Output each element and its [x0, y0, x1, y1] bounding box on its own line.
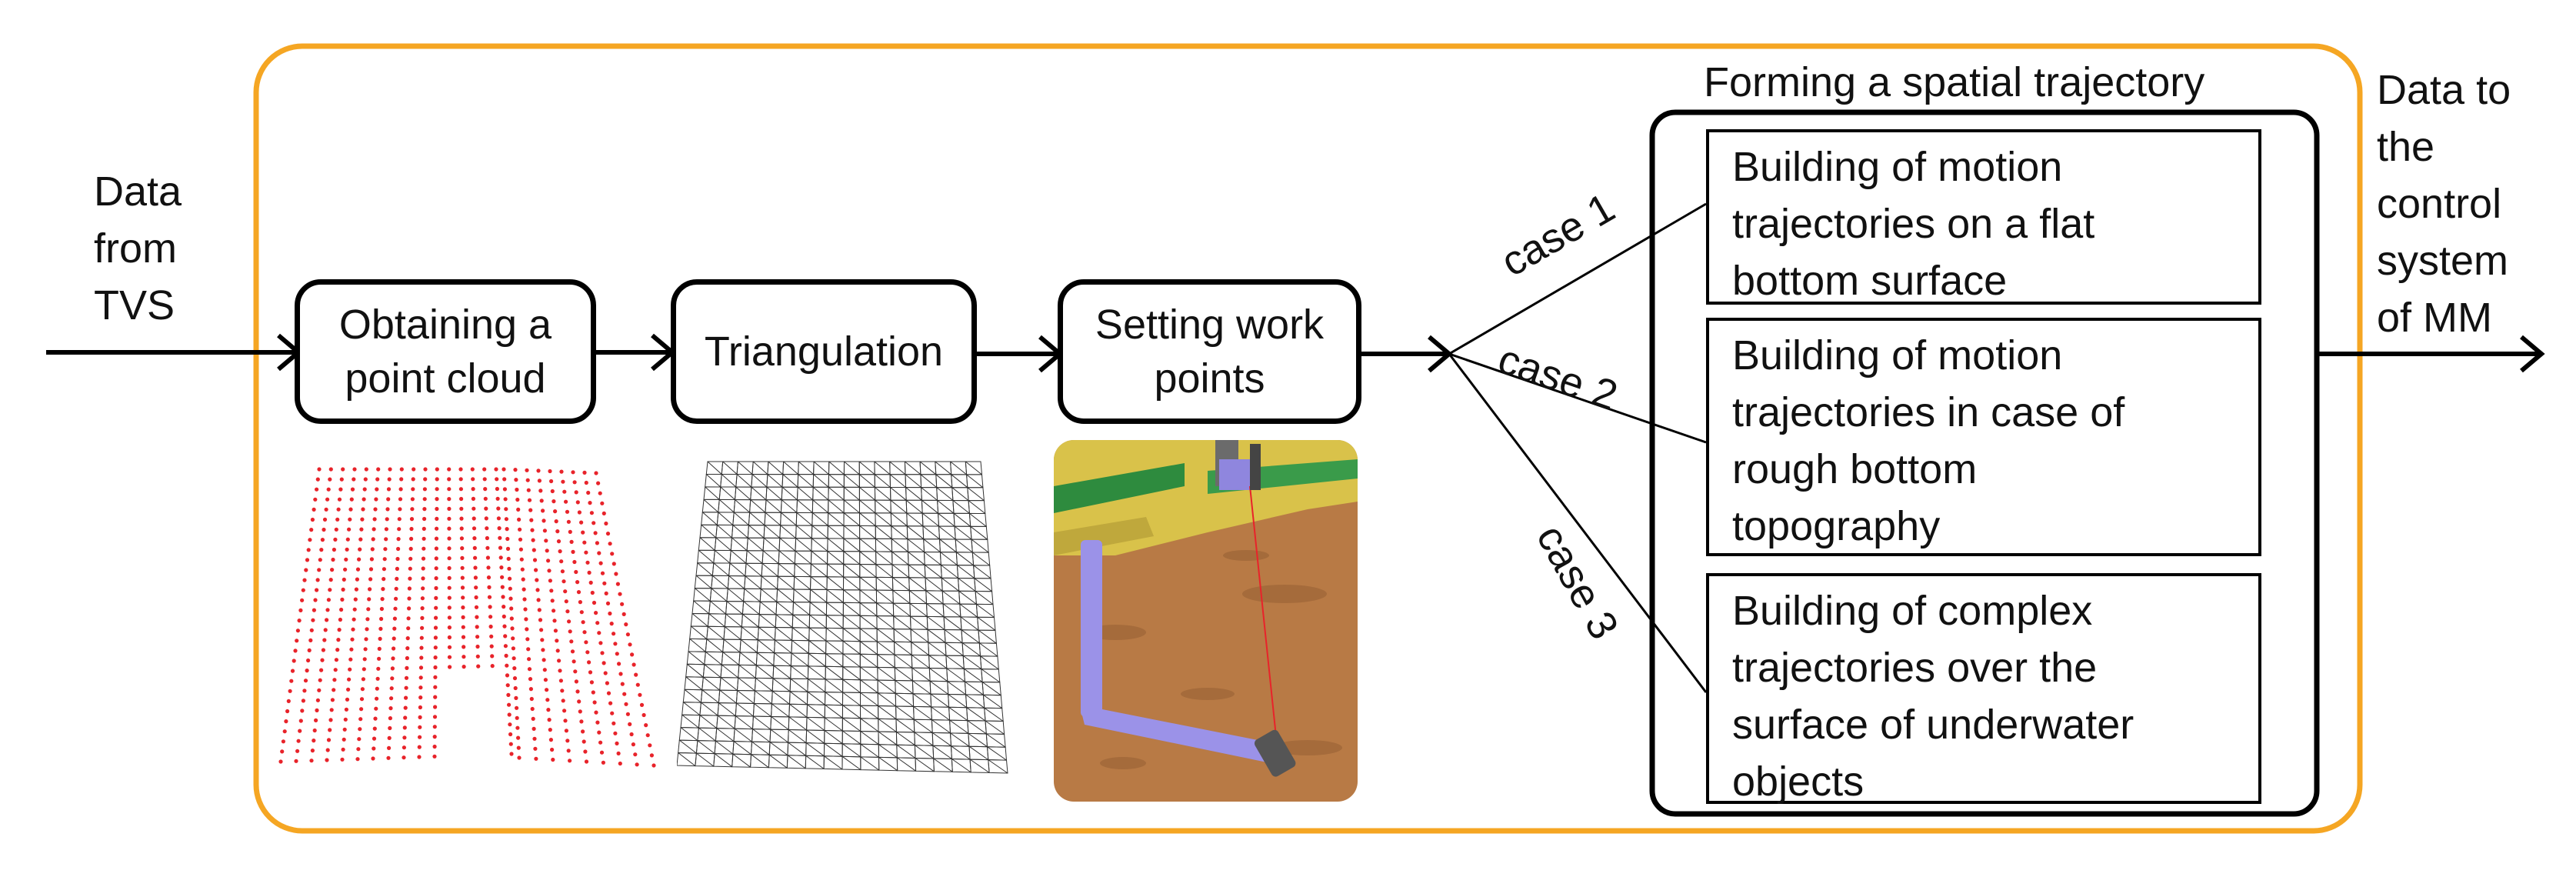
case-2-box: Building of motion trajectories in case … [1706, 318, 2261, 556]
triangulation-mesh-image [677, 461, 1008, 774]
work-points-render-image [1054, 440, 1358, 802]
process-frame [253, 43, 2363, 834]
case-3-box: Building of complex trajectories over th… [1706, 573, 2261, 805]
step-work-points: Setting work points [1058, 279, 1361, 424]
branch-line-case-3 [1448, 353, 1708, 693]
step-triangulation: Triangulation [671, 279, 977, 424]
manipulator-arm [1081, 540, 1277, 763]
branch-line-case-2 [1448, 352, 1707, 444]
output-label: Data to the control system of MM [2377, 67, 2511, 341]
trajectory-group-frame [1649, 109, 2320, 817]
trajectory-group-title: Forming a spatial trajectory [1704, 59, 2205, 105]
case-1-box: Building of motion trajectories on a fla… [1706, 129, 2261, 305]
point-cloud-image [278, 467, 656, 768]
step-point-cloud: Obtaining a point cloud [295, 279, 596, 424]
input-label: Data from TVS [94, 168, 182, 328]
branch-line-case-1 [1448, 202, 1707, 355]
arrowhead-output [2520, 335, 2545, 373]
